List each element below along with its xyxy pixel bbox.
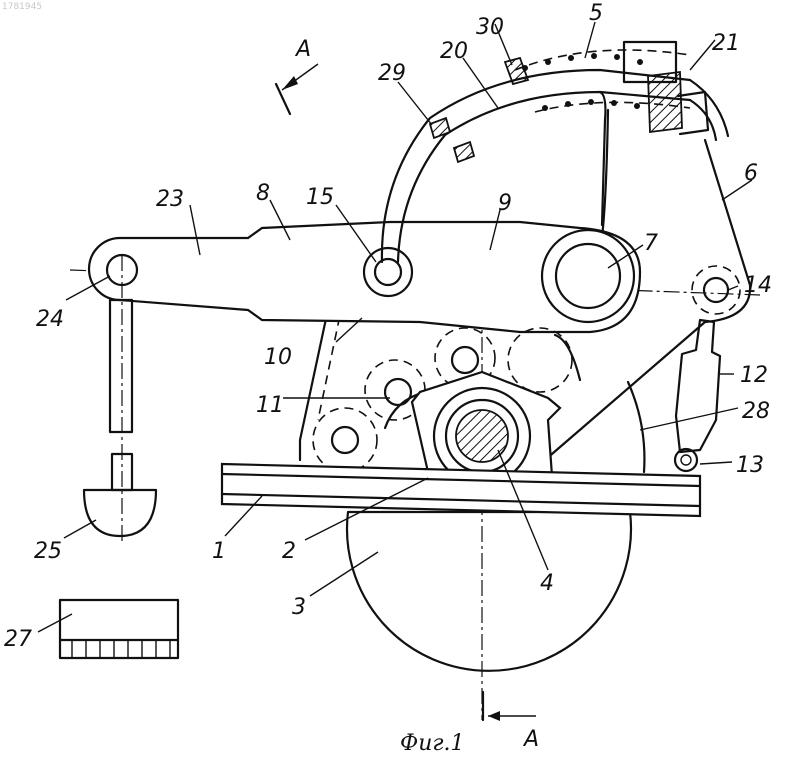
label-1: 1 — [212, 539, 226, 564]
cylinder-12 — [676, 320, 720, 452]
disc-3 — [347, 512, 631, 671]
label-6: 6 — [744, 161, 758, 186]
label-11: 11 — [256, 393, 284, 418]
label-12: 12 — [740, 363, 768, 388]
label-25: 25 — [34, 539, 62, 564]
label-9: 9 — [498, 191, 512, 216]
label-13: 13 — [736, 453, 764, 478]
label-14: 14 — [744, 273, 772, 298]
label-2: 2 — [282, 539, 296, 564]
rail-1 — [222, 464, 700, 516]
pin-14 — [704, 278, 728, 302]
cup-25 — [84, 490, 156, 536]
label-29: 29 — [378, 61, 406, 86]
label-27: 27 — [4, 627, 32, 652]
rod-25-upper — [110, 300, 132, 432]
label-7: 7 — [644, 231, 658, 256]
label-23: 23 — [156, 187, 184, 212]
comb-27 — [60, 600, 178, 658]
svg-text:А: А — [522, 727, 539, 752]
clamp-30 — [505, 58, 528, 84]
label-15: 15 — [306, 185, 334, 210]
label-5: 5 — [589, 1, 603, 26]
section-mark-top: А — [276, 37, 318, 114]
pin-14-hidden — [692, 266, 740, 314]
label-24: 24 — [36, 307, 64, 332]
svg-text:А: А — [294, 37, 311, 62]
label-21: 21 — [712, 31, 740, 56]
section-mark-bottom: А — [483, 692, 539, 752]
corner-id: 1781945 — [2, 2, 42, 12]
pin-13-inner — [681, 455, 691, 465]
label-28: 28 — [742, 399, 770, 424]
block-29-b — [454, 142, 474, 162]
label-30: 30 — [476, 15, 504, 40]
label-20: 20 — [440, 39, 468, 64]
label-10: 10 — [264, 345, 292, 370]
label-8: 8 — [256, 181, 270, 206]
label-3: 3 — [292, 595, 306, 620]
disc-28-arc — [628, 382, 644, 472]
label-4: 4 — [540, 571, 554, 596]
figure-caption: Фиг.1 — [400, 731, 465, 756]
leaders — [38, 22, 752, 632]
